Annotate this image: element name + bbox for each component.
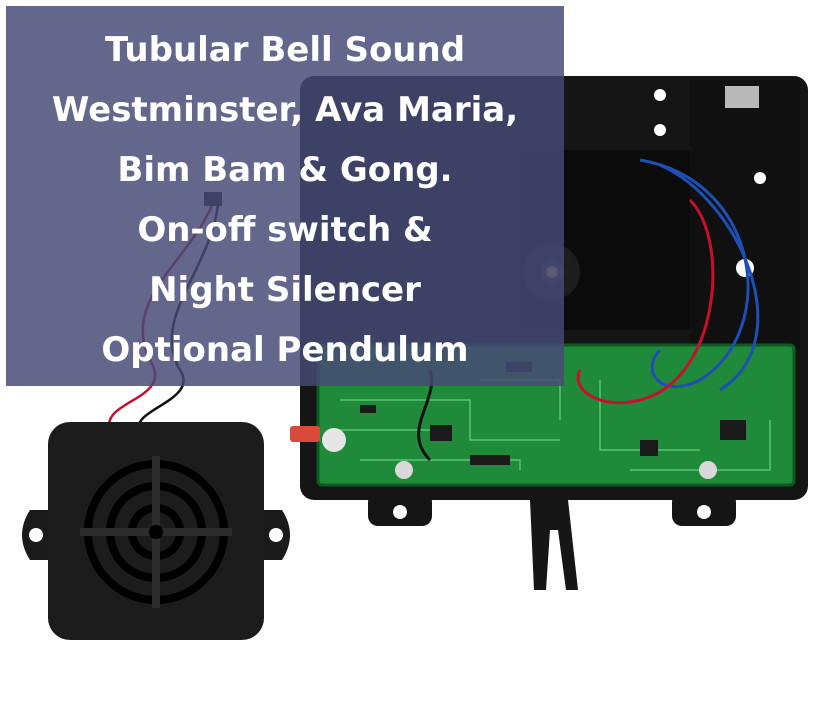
caption-line-4: On-off switch &	[137, 210, 433, 250]
feature-caption: Tubular Bell Sound Westminster, Ava Mari…	[6, 20, 564, 380]
caption-line-5: Night Silencer	[149, 270, 421, 310]
caption-overlay	[6, 6, 564, 386]
caption-line-2: Westminster, Ava Maria,	[51, 90, 519, 130]
caption-line-1: Tubular Bell Sound	[104, 30, 466, 70]
caption-line-6: Optional Pendulum	[101, 330, 469, 370]
speaker-icon	[22, 192, 290, 640]
caption-line-3: Bim Bam & Gong.	[117, 150, 453, 190]
